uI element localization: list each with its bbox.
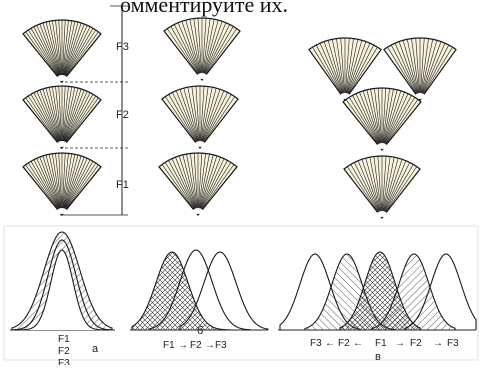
axis-label-c-1: ← — [325, 338, 335, 349]
panel-b-curve-f3 — [179, 251, 269, 330]
panel-a-curves — [10, 231, 115, 331]
axis-label-c-0: F3 — [310, 338, 322, 349]
panel-c-curve-f2-right — [371, 253, 456, 330]
spacing-label-f2: F2 — [116, 109, 129, 121]
axis-label-c-5: → — [395, 338, 405, 349]
panel-b-curve-f1 — [131, 251, 231, 331]
panel-b-fan-top — [163, 17, 241, 81]
panel-c-fan-top-right — [383, 37, 457, 102]
axis-label-c-7: → — [433, 338, 443, 349]
axis-label-c-3: ← — [353, 338, 363, 349]
panel-a-axis-labels: F1 F2 F3 а — [58, 334, 99, 369]
panel-b-curve-f2 — [149, 249, 251, 331]
panel-b-axis-labels: F1 → F2 → F3 б — [163, 325, 227, 351]
axis-label-b-4: F3 — [215, 340, 227, 351]
axis-label-c-2: F2 — [338, 338, 350, 349]
axis-label-a-f2: F2 — [58, 346, 70, 357]
panel-c-fan-middle — [342, 87, 422, 151]
panel-b-fans — [158, 17, 241, 216]
axis-label-b-2: F2 — [190, 340, 202, 351]
axis-label-b-0: F1 — [163, 340, 175, 351]
panel-c-curves — [278, 251, 477, 331]
panel-b-fan-middle — [161, 85, 239, 149]
spacing-label-f1: F1 — [116, 179, 129, 191]
axis-label-a-f1: F1 — [58, 334, 70, 345]
panel-c-fan-top-left — [308, 37, 382, 102]
caption-fragment: омментируйте их. — [120, 0, 288, 17]
panel-c-letter: в — [375, 351, 381, 363]
panel-a-curve-f3 — [12, 249, 112, 331]
spacing-label-f3: F3 — [116, 41, 129, 53]
panel-a-letter: а — [92, 343, 99, 355]
panel-c-curve-f3-right — [404, 253, 477, 330]
panel-a-fans — [22, 19, 102, 216]
axis-label-b-1: → — [178, 340, 188, 351]
panel-a-fan-top — [22, 19, 102, 83]
panel-c-fan-bottom — [343, 155, 421, 219]
panel-c-axis-labels: F3 ← F2 ← F1 → F2 → F3 в — [310, 338, 459, 363]
panel-a-dimension-line: F3 F2 F1 — [60, 5, 129, 216]
axis-label-c-6: F2 — [410, 338, 422, 349]
axis-label-a-f3: F3 — [58, 358, 70, 365]
panel-b-letter: б — [197, 325, 203, 337]
panel-a-fan-middle — [22, 85, 102, 149]
panel-a-fan-bottom — [22, 152, 102, 216]
panel-b-curves — [130, 249, 269, 331]
axis-label-b-3: → — [205, 340, 215, 351]
axis-label-c-8: F3 — [447, 338, 459, 349]
panel-c-fans — [308, 37, 457, 219]
panel-b-fan-bottom — [158, 152, 238, 216]
lower-frame — [3, 225, 479, 361]
panel-a-curve-f2 — [11, 239, 113, 331]
axis-label-c-4: F1 — [375, 338, 387, 349]
